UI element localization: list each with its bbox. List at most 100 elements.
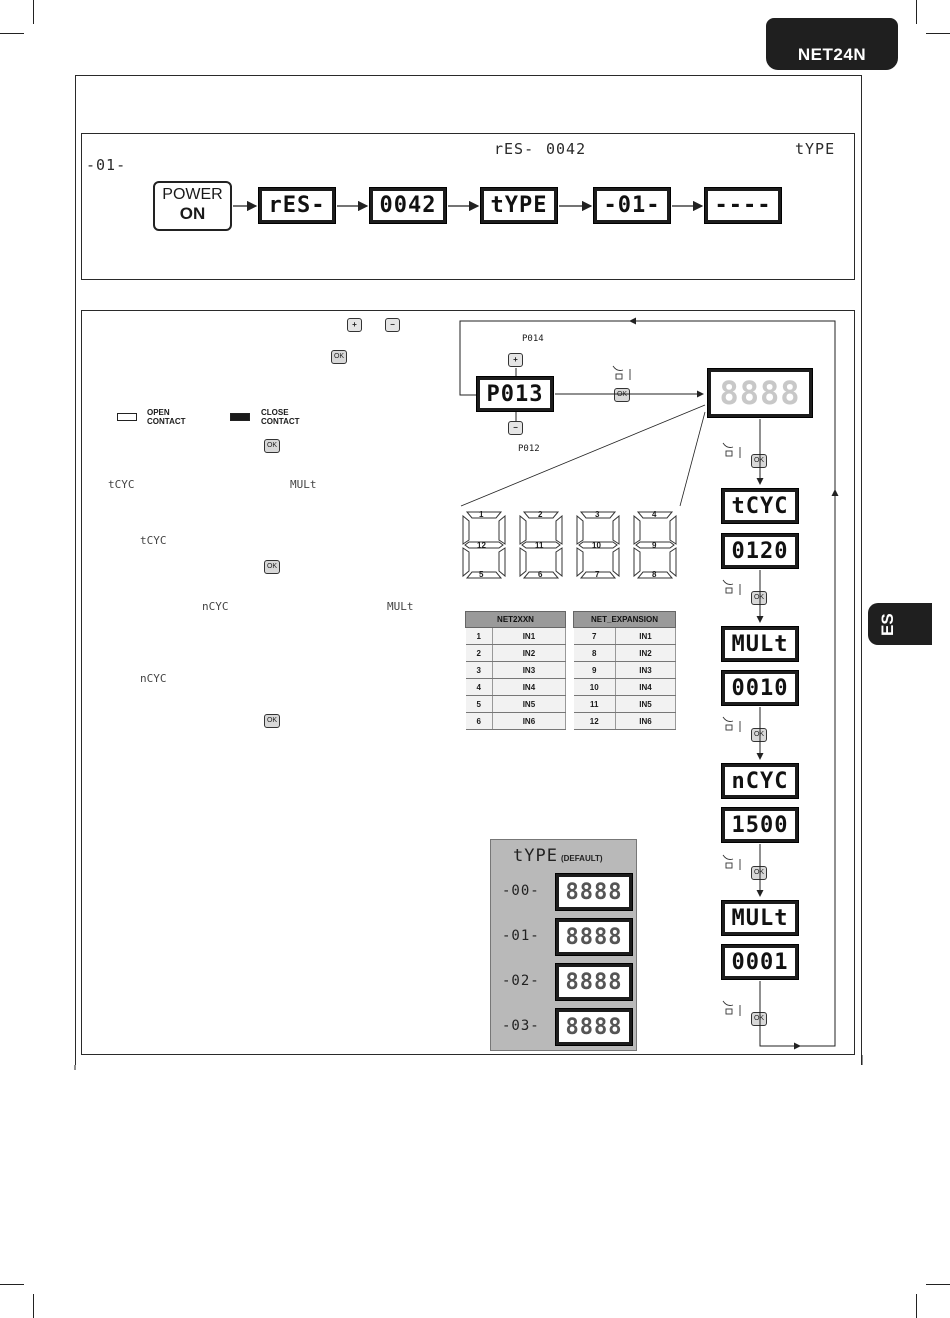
table-cell: 1 xyxy=(465,627,493,645)
label-type: tYPE xyxy=(795,140,836,158)
main-display-text: 8888 xyxy=(711,372,809,414)
seq-display-5: ---- xyxy=(704,187,782,224)
table-cell: IN2 xyxy=(615,644,677,662)
param-minus-key[interactable]: − xyxy=(508,421,523,435)
table-cell: IN6 xyxy=(615,712,677,730)
seq-display-5-text: ---- xyxy=(708,191,778,220)
type-row-display-text: 8888 xyxy=(559,967,629,997)
seq-display-1: rES- xyxy=(258,187,336,224)
step-4-label-text: MULt xyxy=(725,904,795,932)
param-tcyc: tCYC xyxy=(108,478,135,491)
step-3-label-text: nCYC xyxy=(725,767,795,795)
sequence-arrows xyxy=(233,200,704,212)
close-label-line2: CONTACT xyxy=(261,417,300,426)
type-row-label: -03- xyxy=(502,1018,540,1034)
label-type-code: -01- xyxy=(86,156,127,174)
table-cell: 3 xyxy=(465,661,493,679)
seq-display-3-text: tYPE xyxy=(484,191,554,220)
table-cell: 12 xyxy=(573,712,616,730)
step-4-value-text: 0001 xyxy=(725,948,795,976)
ok-key[interactable]: OK xyxy=(264,560,280,574)
crop-mark xyxy=(926,33,950,34)
minus-key[interactable]: − xyxy=(385,318,400,332)
crop-mark xyxy=(926,1284,950,1285)
segment-number: 2 xyxy=(538,510,543,519)
seq-display-2-text: 0042 xyxy=(373,191,443,220)
section-parameters xyxy=(81,310,855,1055)
ok-key[interactable]: OK xyxy=(264,439,280,453)
step-4-label: MULt xyxy=(721,900,799,936)
step-3-label: nCYC xyxy=(721,763,799,799)
param-plus-key[interactable]: + xyxy=(508,353,523,367)
table-cell: 11 xyxy=(573,695,616,713)
close-label-line1: CLOSE xyxy=(261,408,289,417)
step-3-value-text: 1500 xyxy=(725,811,795,839)
table-cell: 4 xyxy=(465,678,493,696)
param-ncyc: nCYC xyxy=(140,672,167,685)
step-1-label-text: tCYC xyxy=(725,492,795,520)
main-display: 8888 xyxy=(707,368,813,418)
crop-mark xyxy=(33,1294,34,1318)
step-2-label: MULt xyxy=(721,626,799,662)
segment-number: 5 xyxy=(479,570,484,579)
ok-key[interactable]: OK xyxy=(751,454,767,468)
table-cell: 7 xyxy=(573,627,616,645)
ok-key[interactable]: OK xyxy=(264,714,280,728)
table-cell: IN5 xyxy=(615,695,677,713)
label-code: 0042 xyxy=(546,140,587,158)
table-cell: 5 xyxy=(465,695,493,713)
plus-key[interactable]: + xyxy=(347,318,362,332)
table-cell: IN5 xyxy=(492,695,567,713)
table-cell: IN2 xyxy=(492,644,567,662)
seq-display-4-text: -01- xyxy=(597,191,667,220)
step-1-label: tCYC xyxy=(721,488,799,524)
segment-outline xyxy=(576,511,620,579)
segment-number: 8 xyxy=(652,570,657,579)
type-row-display: 8888 xyxy=(555,873,633,911)
on-label: ON xyxy=(179,204,206,223)
crop-mark xyxy=(33,0,34,24)
segment-number: 4 xyxy=(652,510,657,519)
close-contact-label: CLOSE CONTACT xyxy=(261,408,300,426)
ok-key[interactable]: OK xyxy=(751,1012,767,1026)
step-2-label-text: MULt xyxy=(725,630,795,658)
label-res: rES- xyxy=(494,140,535,158)
io-table-left-header: NET2XXN xyxy=(465,611,566,628)
segment-outline xyxy=(633,511,677,579)
type-row-display: 8888 xyxy=(555,918,633,956)
table-cell: 2 xyxy=(465,644,493,662)
power-on-button[interactable]: POWER ON xyxy=(153,181,232,231)
crop-mark xyxy=(916,0,917,24)
close-contact-swatch xyxy=(230,413,250,421)
type-panel-title-text: tYPE xyxy=(513,846,558,866)
type-row-display: 8888 xyxy=(555,963,633,1001)
type-row-label: -02- xyxy=(502,973,540,989)
ok-key[interactable]: OK xyxy=(331,350,347,364)
table-cell: IN4 xyxy=(492,678,567,696)
segment-outline xyxy=(519,511,563,579)
segment-number: 1 xyxy=(479,510,484,519)
table-cell: IN4 xyxy=(615,678,677,696)
type-row-label: -00- xyxy=(502,883,540,899)
step-3-value: 1500 xyxy=(721,807,799,843)
segment-number: 12 xyxy=(477,541,486,550)
segment-number: 7 xyxy=(595,570,600,579)
ok-key[interactable]: OK xyxy=(751,591,767,605)
page-frame xyxy=(75,75,862,1065)
segment-grid-2: 2 11 6 xyxy=(518,510,564,579)
segment-grid-3: 3 10 7 xyxy=(575,510,621,579)
ok-key[interactable]: OK xyxy=(751,728,767,742)
param-mult: MULt xyxy=(387,600,414,613)
ok-key[interactable]: OK xyxy=(751,866,767,880)
type-row-display-text: 8888 xyxy=(559,1012,629,1042)
brand-tab: NET24N xyxy=(766,18,898,70)
open-label-line2: CONTACT xyxy=(147,417,186,426)
